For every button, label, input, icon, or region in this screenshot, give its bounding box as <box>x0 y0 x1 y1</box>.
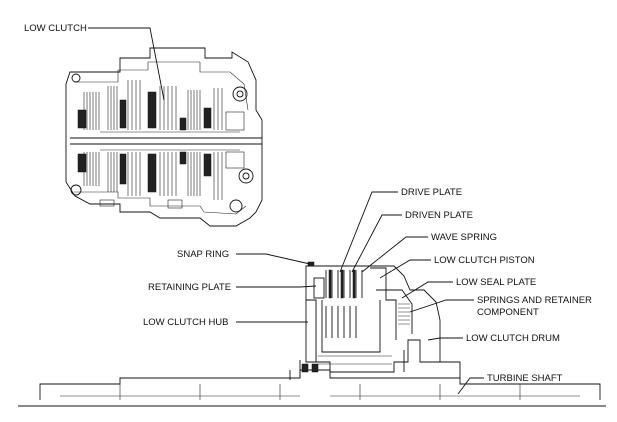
snap-ring-callout: SNAP RING <box>177 249 311 265</box>
label-wave-spring: WAVE SPRING <box>431 232 497 243</box>
low-clutch-callout: LOW CLUTCH <box>24 23 165 101</box>
transmission-overview-drawing <box>65 47 263 227</box>
label-low-clutch-hub: LOW CLUTCH HUB <box>143 317 229 328</box>
label-retaining-plate: RETAINING PLATE <box>148 282 231 293</box>
label-low-seal-plate: LOW SEAL PLATE <box>456 277 536 288</box>
low-clutch-hub-callout: LOW CLUTCH HUB <box>143 317 308 328</box>
label-snap-ring: SNAP RING <box>177 249 229 260</box>
driven-plate-callout: DRIVEN PLATE <box>351 210 473 273</box>
label-low-clutch-drum: LOW CLUTCH DRUM <box>466 333 560 344</box>
label-turbine-shaft: TURBINE SHAFT <box>487 373 563 384</box>
wave-spring-callout: WAVE SPRING <box>361 232 497 273</box>
label-low-clutch-piston: LOW CLUTCH PISTON <box>434 255 535 266</box>
label-drive-plate: DRIVE PLATE <box>401 187 462 198</box>
turbine-shaft-callout: TURBINE SHAFT <box>457 373 563 395</box>
label-driven-plate: DRIVEN PLATE <box>405 210 473 221</box>
label-springs-retainer-line1: SPRINGS AND RETAINER <box>477 295 592 306</box>
drive-plate-callout: DRIVE PLATE <box>339 187 462 273</box>
low-seal-plate-callout: LOW SEAL PLATE <box>401 277 536 299</box>
low-clutch-drum-callout: LOW CLUTCH DRUM <box>427 333 560 344</box>
low-clutch-piston-callout: LOW CLUTCH PISTON <box>379 255 535 279</box>
springs-retainer-callout: SPRINGS AND RETAINER COMPONENT <box>409 295 592 318</box>
low-clutch-detail-drawing <box>18 261 606 407</box>
label-springs-retainer-line2: COMPONENT <box>477 307 539 318</box>
retaining-plate-callout: RETAINING PLATE <box>148 282 317 293</box>
label-low-clutch: LOW CLUTCH <box>24 23 87 34</box>
